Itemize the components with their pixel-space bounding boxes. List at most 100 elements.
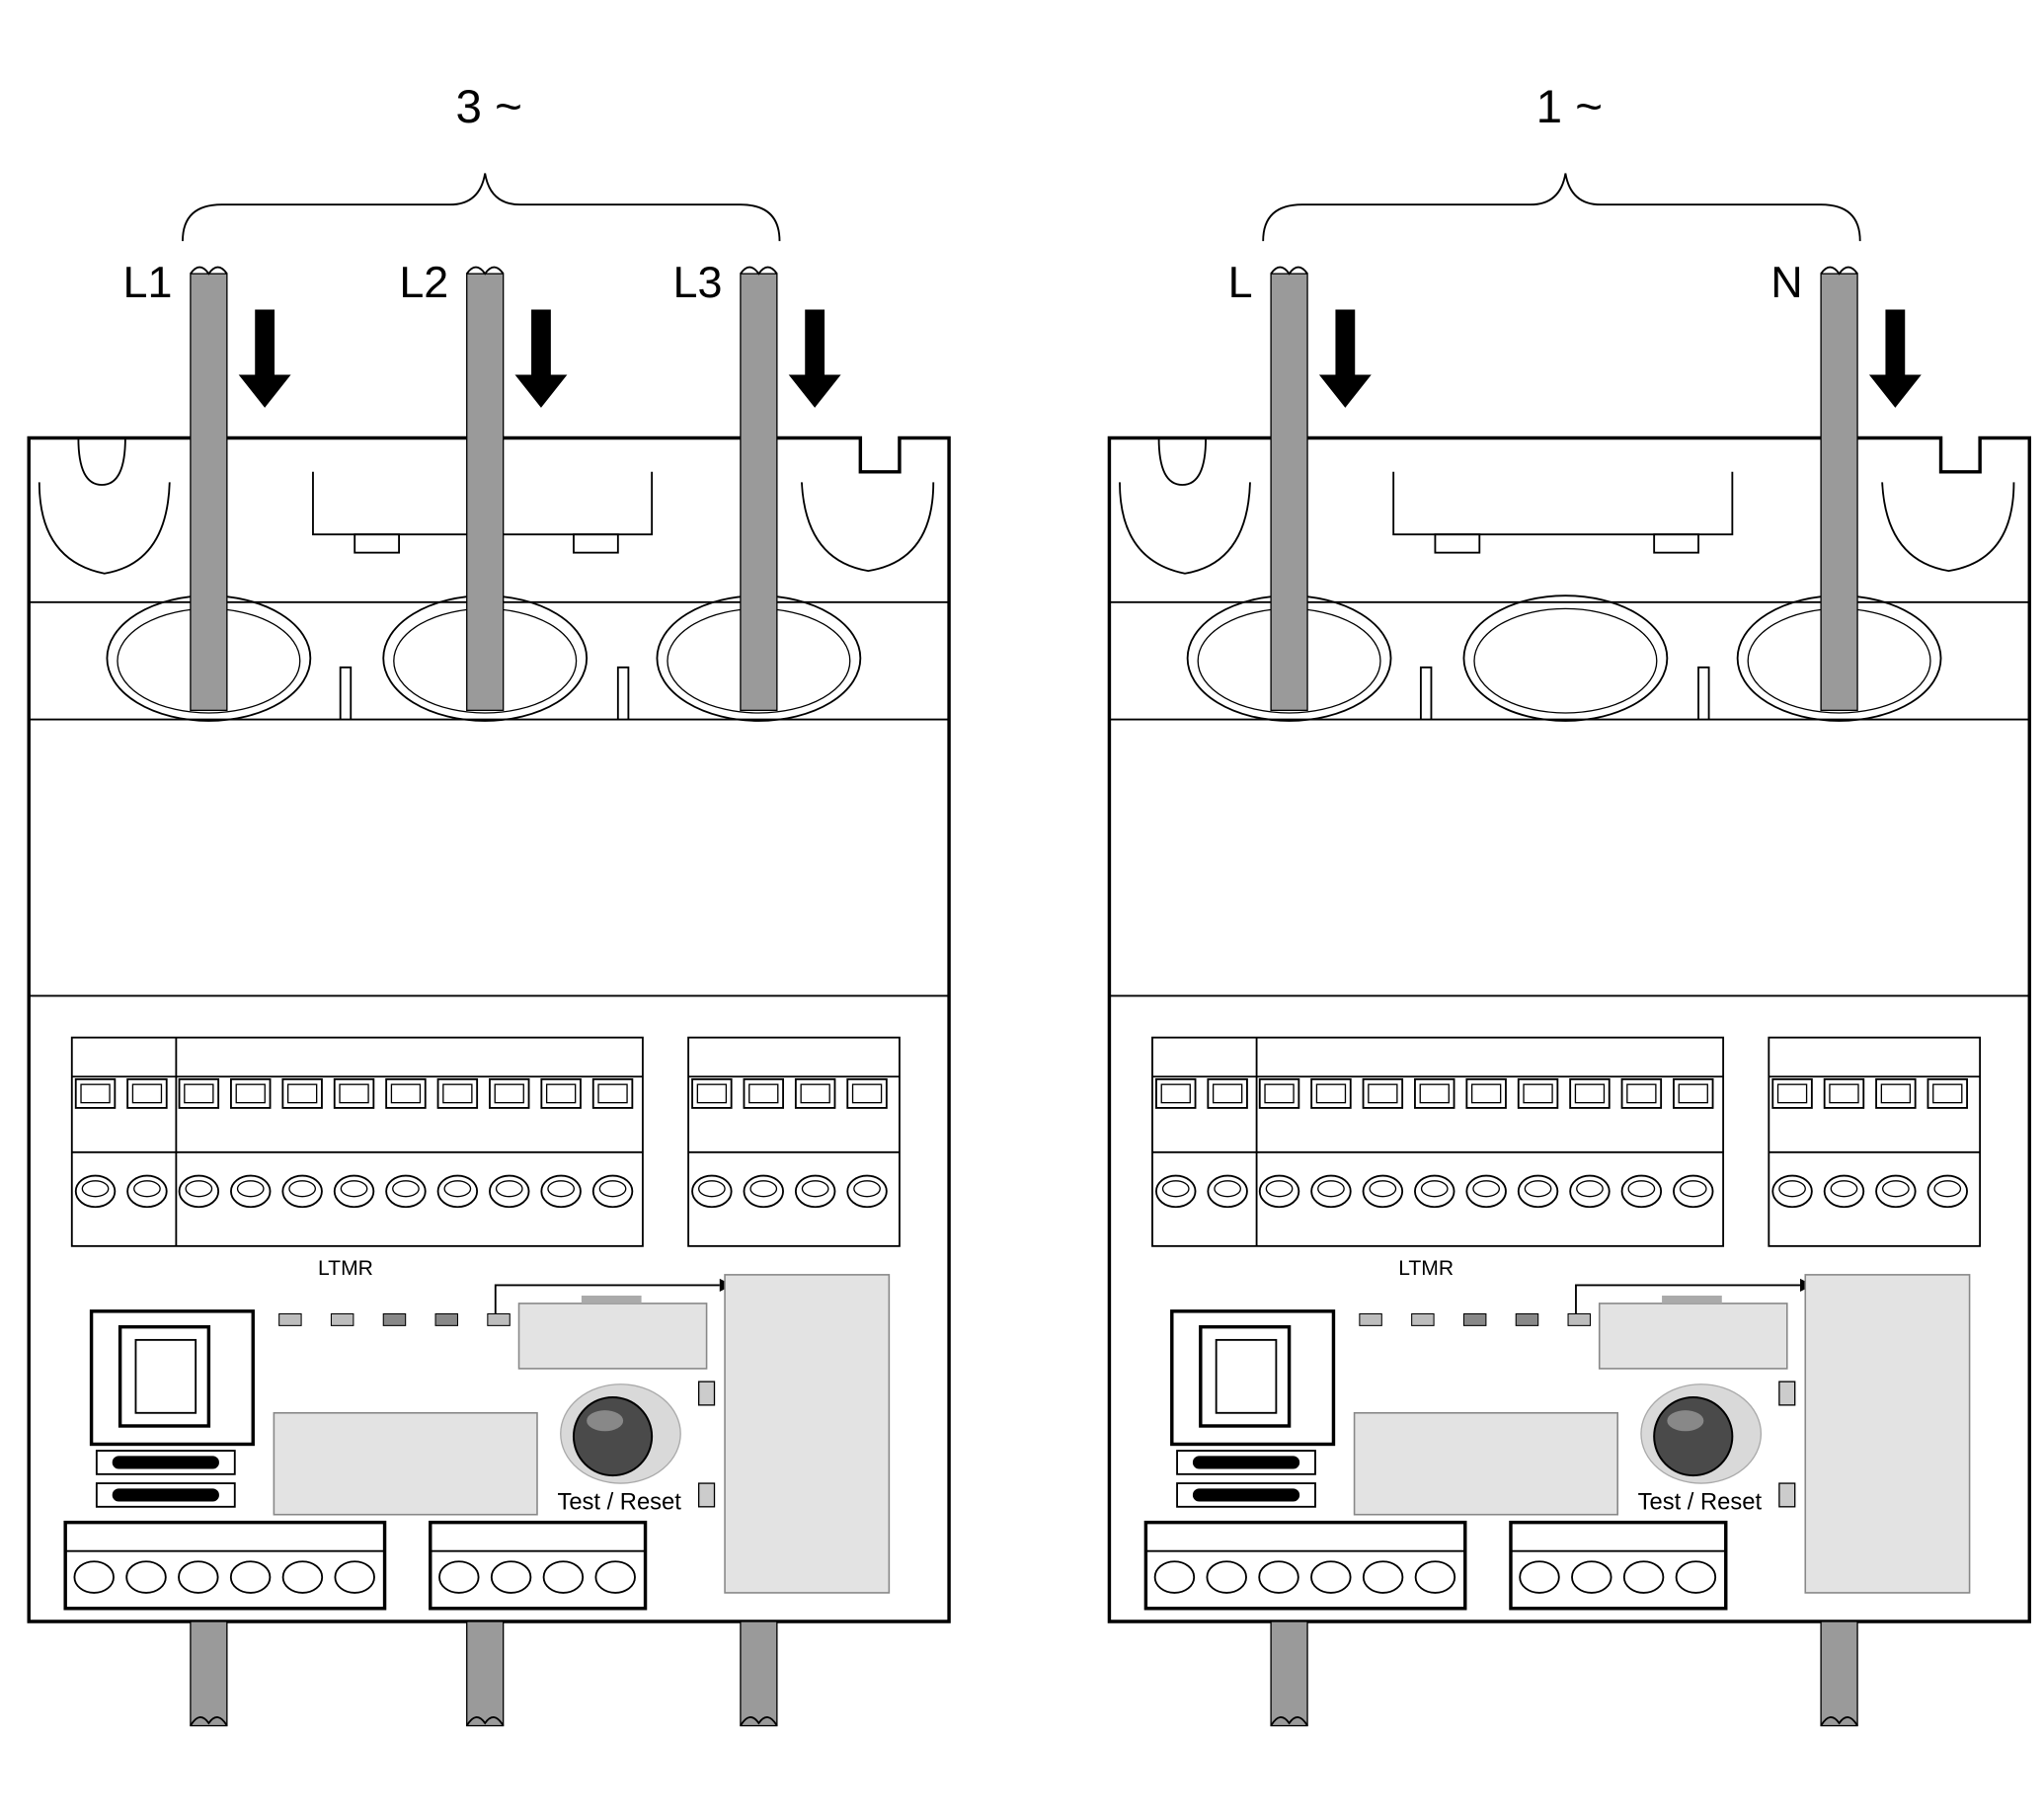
supply-brace <box>182 173 781 242</box>
terminal-strip-lower-left <box>63 1520 387 1611</box>
terminal-screw <box>1207 1174 1248 1209</box>
indicator-bar <box>95 1450 236 1475</box>
screw-slot <box>281 1077 323 1109</box>
screw-slot <box>1771 1077 1813 1109</box>
status-led <box>1515 1312 1539 1326</box>
terminal-screw <box>1875 1174 1917 1209</box>
supply-label: 3 ~ <box>455 81 521 133</box>
terminal-screw <box>1206 1560 1247 1594</box>
conductor-l1 <box>190 273 228 712</box>
terminal-screw <box>691 1174 733 1209</box>
direction-arrow <box>238 309 291 408</box>
terminal-strip-aux <box>1768 1036 1982 1247</box>
label-area <box>1353 1411 1618 1516</box>
label-area <box>517 1303 708 1370</box>
terminal-strip-main-frame <box>1151 1036 1725 1247</box>
indicator-bar <box>1176 1450 1316 1475</box>
screw-slot <box>1517 1077 1559 1109</box>
mounting-lug-left <box>1119 482 1251 575</box>
screw-slot <box>1569 1077 1611 1109</box>
conductor-l <box>1270 273 1308 712</box>
conductor-exit <box>466 1620 505 1727</box>
screw-slot <box>691 1077 733 1109</box>
network-port <box>1170 1309 1336 1447</box>
conductor-exit <box>1820 1620 1858 1727</box>
terminal-screw <box>281 1174 323 1209</box>
terminal-screw <box>1675 1560 1717 1594</box>
label-area <box>273 1411 538 1516</box>
conductor-label: L <box>1228 257 1253 307</box>
terminal-screw <box>74 1174 117 1209</box>
terminal-screw <box>1310 1174 1352 1209</box>
terminal-screw <box>794 1174 836 1209</box>
status-led <box>434 1312 459 1326</box>
supply-brace <box>1262 173 1861 242</box>
terminal-screw <box>1622 1560 1665 1594</box>
model-label: LTMR <box>1398 1257 1454 1280</box>
terminal-screw <box>125 1560 167 1594</box>
conductor-label: L2 <box>399 257 448 307</box>
terminal-screw <box>178 1560 219 1594</box>
terminal-screw <box>1362 1174 1404 1209</box>
direction-arrow <box>1318 309 1372 408</box>
terminal-screw <box>1258 1560 1299 1594</box>
direction-arrow <box>1868 309 1922 408</box>
terminal-screw <box>1155 1174 1197 1209</box>
side-label-area <box>1804 1274 1971 1594</box>
terminal-screw <box>281 1560 324 1594</box>
conductor-label: N <box>1770 257 1802 307</box>
test-reset-label: Test / Reset <box>557 1488 681 1515</box>
screw-slot <box>846 1077 888 1109</box>
conductor-exit <box>740 1620 778 1727</box>
screw-slot <box>794 1077 836 1109</box>
conductor-l2 <box>466 273 505 712</box>
terminal-screw <box>1823 1174 1865 1209</box>
terminal-strip-main <box>70 1036 644 1247</box>
terminal-screw <box>1362 1560 1404 1594</box>
screw-slot <box>1875 1077 1917 1109</box>
test-reset-button[interactable] <box>572 1395 654 1477</box>
terminal-screw <box>333 1174 375 1209</box>
screw-slot <box>1673 1077 1714 1109</box>
window-unused <box>1462 594 1669 722</box>
conductor-label: L3 <box>673 257 723 307</box>
conductor-label: L1 <box>123 257 173 307</box>
screw-slot <box>1823 1077 1865 1109</box>
terminal-screw <box>490 1560 532 1594</box>
lower-terminals <box>1143 1520 1728 1611</box>
side-label-area <box>724 1274 891 1594</box>
terminal-screw <box>1414 1560 1456 1594</box>
terminal-screw <box>1620 1174 1663 1209</box>
terminal-screw <box>542 1560 585 1594</box>
terminal-screw <box>489 1174 530 1209</box>
terminal-screw <box>1519 1560 1560 1594</box>
screw-slot <box>1207 1077 1248 1109</box>
screw-slot <box>333 1077 375 1109</box>
terminal-screw <box>178 1174 220 1209</box>
device-outline <box>27 435 951 1623</box>
mounting-notch <box>77 437 126 486</box>
label-area <box>1598 1303 1788 1370</box>
test-reset-button[interactable] <box>1653 1395 1734 1477</box>
screw-slot <box>591 1077 634 1109</box>
status-led <box>382 1312 407 1326</box>
terminal-screw <box>73 1560 115 1594</box>
terminal-screw <box>1310 1560 1352 1594</box>
status-led <box>330 1312 354 1326</box>
direction-arrow <box>514 309 568 408</box>
conductor-exit <box>190 1620 228 1727</box>
terminal-screw <box>436 1174 479 1209</box>
terminal-strip-main-frame <box>70 1036 644 1247</box>
screw-slot <box>230 1077 272 1109</box>
screw-slot <box>1414 1077 1455 1109</box>
terminal-screw <box>540 1174 582 1209</box>
terminal-screw <box>1414 1174 1455 1209</box>
terminal-screw <box>594 1560 636 1594</box>
status-led <box>1567 1312 1592 1326</box>
status-led <box>278 1312 302 1326</box>
indicator-bar <box>95 1482 236 1508</box>
